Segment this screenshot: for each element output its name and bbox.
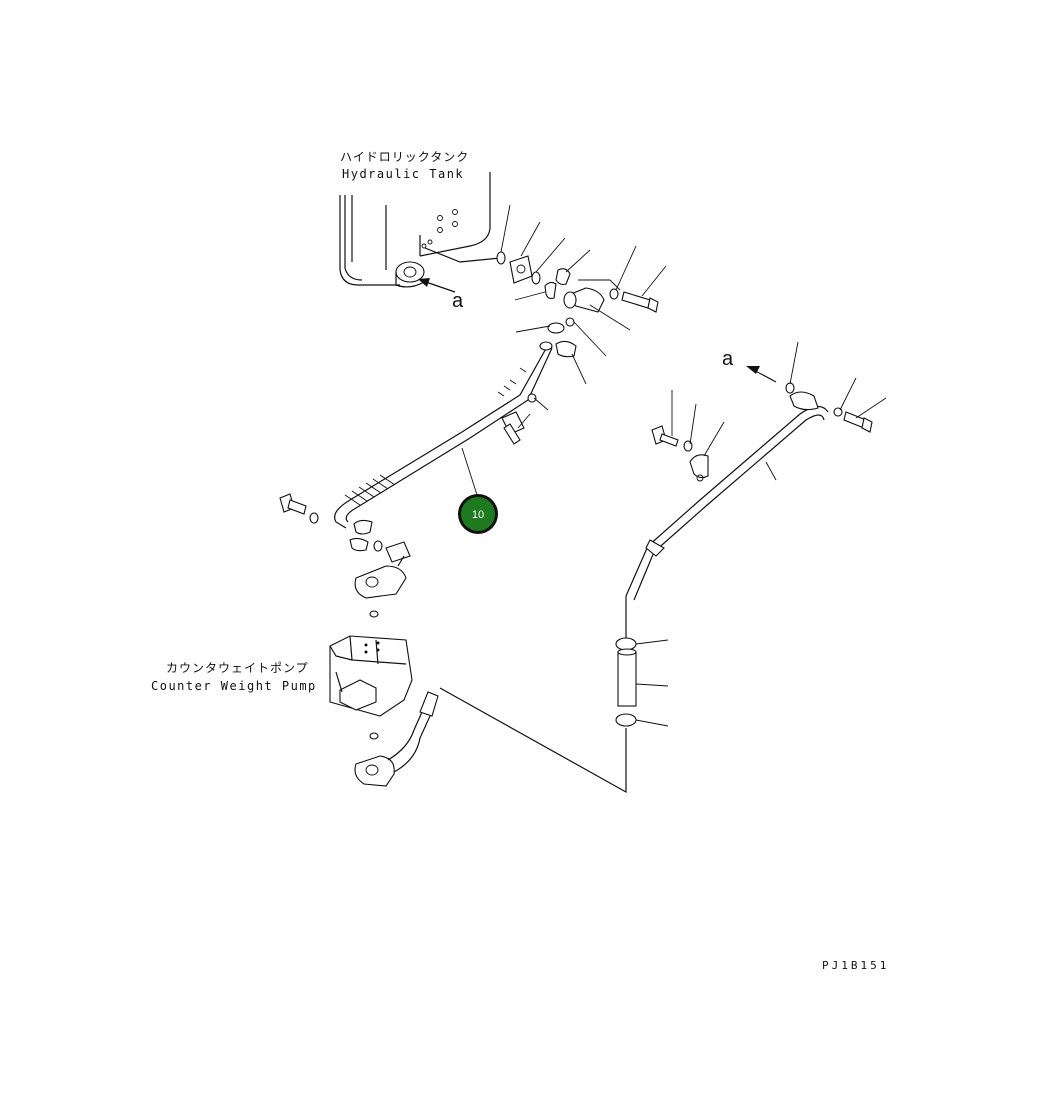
- pipe-assembly-10: [334, 317, 607, 552]
- callout-badge-10[interactable]: 10: [458, 494, 498, 534]
- pump-side-bolt: [279, 493, 319, 524]
- pipe-clamp-right: [651, 390, 725, 482]
- suction-elbow: [354, 687, 627, 794]
- reference-label-a-right: a: [722, 348, 734, 370]
- reference-arrow-a-top: [418, 278, 456, 293]
- pump-elbow-fitting: [354, 541, 411, 618]
- hydraulic-tank-label-en: Hydraulic Tank: [342, 167, 464, 181]
- reference-label-a-top: a: [452, 290, 464, 312]
- drawing-code: PJ1B151: [822, 959, 889, 972]
- pipe-clamp-bolt: [501, 393, 549, 445]
- callout-number: 10: [472, 509, 484, 521]
- reference-arrow-a-right: [746, 366, 777, 383]
- hydraulic-tank-label-jp: ハイドロリックタンク: [340, 150, 469, 164]
- tank-flange-parts: [496, 204, 667, 331]
- hose-with-clamps: [615, 637, 669, 727]
- hydraulic-tank: [339, 172, 501, 288]
- counter-weight-pump: [329, 635, 413, 740]
- counter-weight-pump-label-jp: カウンタウェイトポンプ: [166, 661, 309, 675]
- counter-weight-pump-label-en: Counter Weight Pump: [151, 679, 317, 693]
- suction-pipe-right: [625, 341, 887, 640]
